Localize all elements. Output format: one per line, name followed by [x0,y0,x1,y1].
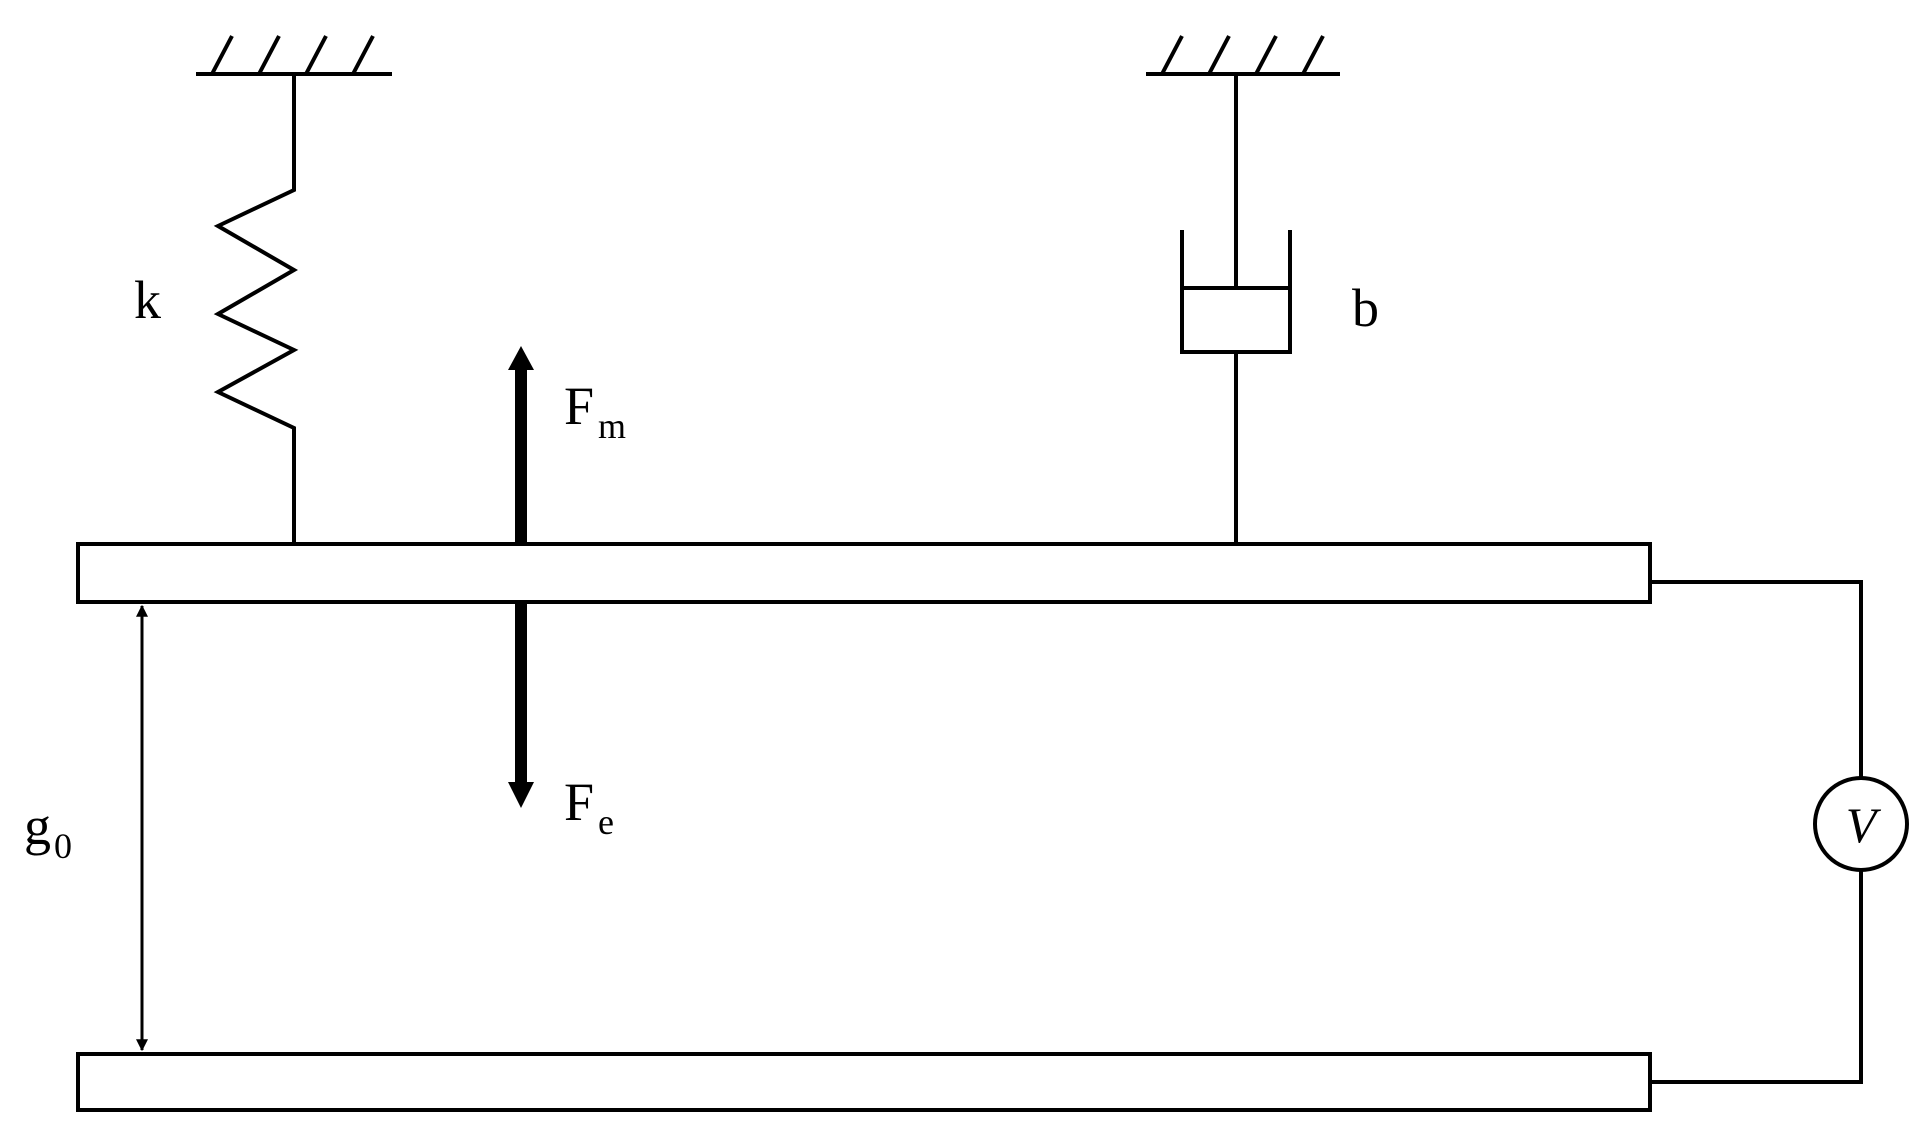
spring [213,74,299,544]
spring-ground-anchor [196,35,392,76]
circuit-wires [1650,580,1863,1084]
voltage-source [1813,776,1909,872]
damper [1180,74,1292,544]
damper-label: b [1352,278,1379,338]
magnetic-force-arrow [508,346,534,544]
electrostatic-force-arrow [508,602,534,808]
fixed-plate [76,1052,1652,1112]
magnetic-force-label-subscript: m [598,406,626,446]
electrostatic-force-label: F [564,772,594,832]
electrostatic-force-label-subscript: e [598,802,614,842]
magnetic-force-label: F [564,376,594,436]
gap-label-subscript: 0 [54,826,72,866]
voltage-source-label: V [1846,797,1882,853]
damper-ground-anchor [1146,35,1340,76]
spring-label: k [134,270,161,330]
gap-label: g [24,796,51,856]
movable-plate [76,542,1652,604]
